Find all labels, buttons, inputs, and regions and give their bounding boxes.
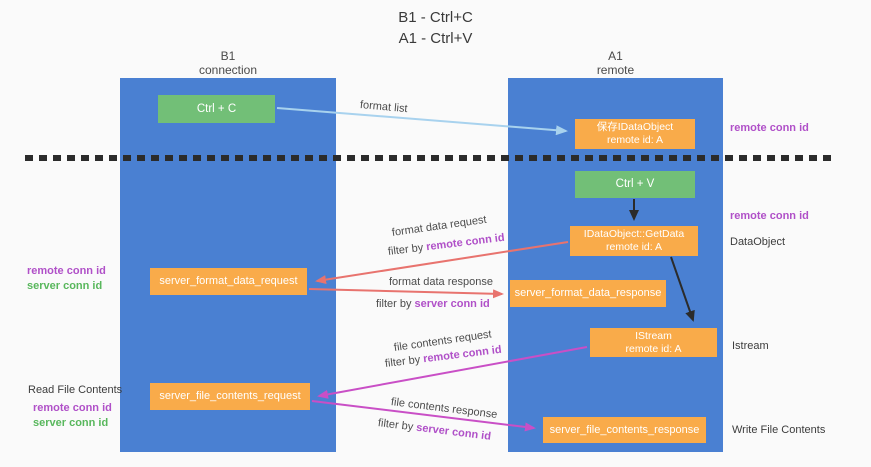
column-header-b1: B1 connection — [120, 49, 336, 77]
save-idataobject-box: 保存IDataObject remote id: A — [575, 119, 695, 149]
server-format-data-response-label: server_format_data_response — [514, 287, 662, 299]
getdata-line1: IDataObject::GetData — [583, 228, 685, 240]
istream-line2: remote id: A — [625, 342, 682, 355]
server-conn-id-text: server conn id — [414, 298, 490, 310]
server-format-data-request-label: server_format_data_request — [159, 275, 298, 287]
server-file-contents-response-label: server_file_contents_response — [549, 423, 700, 436]
diagram-title: B1 - Ctrl+C A1 - Ctrl+V — [0, 7, 871, 49]
file-contents-response-arrow — [311, 400, 536, 432]
format-data-response-arrow — [308, 288, 504, 299]
column-b1-name: B1 — [220, 49, 236, 63]
column-a1-name: A1 — [608, 49, 623, 63]
filter-by-text: filter by — [376, 298, 412, 310]
column-a1-subtitle: remote — [596, 63, 635, 77]
server-format-data-request-box: server_format_data_request — [150, 268, 307, 295]
filter-by-server-conn-id-label-1: filter by server conn id — [376, 298, 490, 310]
server-file-contents-request-box: server_file_contents_request — [150, 383, 310, 410]
column-header-a1: A1 remote — [508, 49, 723, 77]
column-b1-subtitle: connection — [198, 63, 258, 77]
remote-conn-id-label-left-2: remote conn id — [33, 402, 112, 414]
istream-side-label: Istream — [732, 340, 769, 352]
title-line-2: A1 - Ctrl+V — [398, 30, 473, 47]
session-divider-dashed-line — [25, 155, 831, 161]
getdata-to-istream-arrow — [670, 256, 695, 322]
getdata-line2: remote id: A — [605, 241, 663, 253]
remote-conn-id-label-left-1: remote conn id — [27, 265, 106, 277]
server-file-contents-response-box: server_file_contents_response — [543, 417, 706, 443]
idataobject-getdata-box: IDataObject::GetData remote id: A — [570, 226, 698, 256]
format-data-request-arrow — [315, 241, 569, 285]
remote-conn-id-label-mid-right: remote conn id — [730, 210, 809, 222]
format-list-arrow — [276, 107, 568, 136]
ctrl-c-box: Ctrl + C — [158, 95, 275, 123]
ctrl-v-label: Ctrl + V — [615, 178, 655, 190]
save-idataobject-line1: 保存IDataObject — [596, 121, 674, 133]
format-data-response-label: format data response — [389, 276, 493, 288]
server-conn-id-label-left-1: server conn id — [27, 280, 103, 292]
server-format-data-response-box: server_format_data_response — [510, 280, 666, 307]
ctrl-v-box: Ctrl + V — [575, 171, 695, 198]
server-file-contents-request-label: server_file_contents_request — [159, 390, 301, 402]
write-file-contents-label: Write File Contents — [732, 424, 826, 436]
server-conn-id-label-left-2: server conn id — [33, 417, 109, 429]
save-idataobject-line2: remote id: A — [606, 134, 664, 146]
read-file-contents-label: Read File Contents — [28, 384, 123, 396]
title-line-1: B1 - Ctrl+C — [398, 9, 473, 26]
remote-conn-id-label-top-right: remote conn id — [730, 122, 809, 134]
ctrl-c-label: Ctrl + C — [196, 102, 237, 115]
istream-box: IStream remote id: A — [590, 328, 717, 357]
istream-line1: IStream — [635, 329, 672, 342]
file-contents-request-arrow — [317, 346, 588, 399]
dataobject-label: DataObject — [730, 236, 786, 248]
